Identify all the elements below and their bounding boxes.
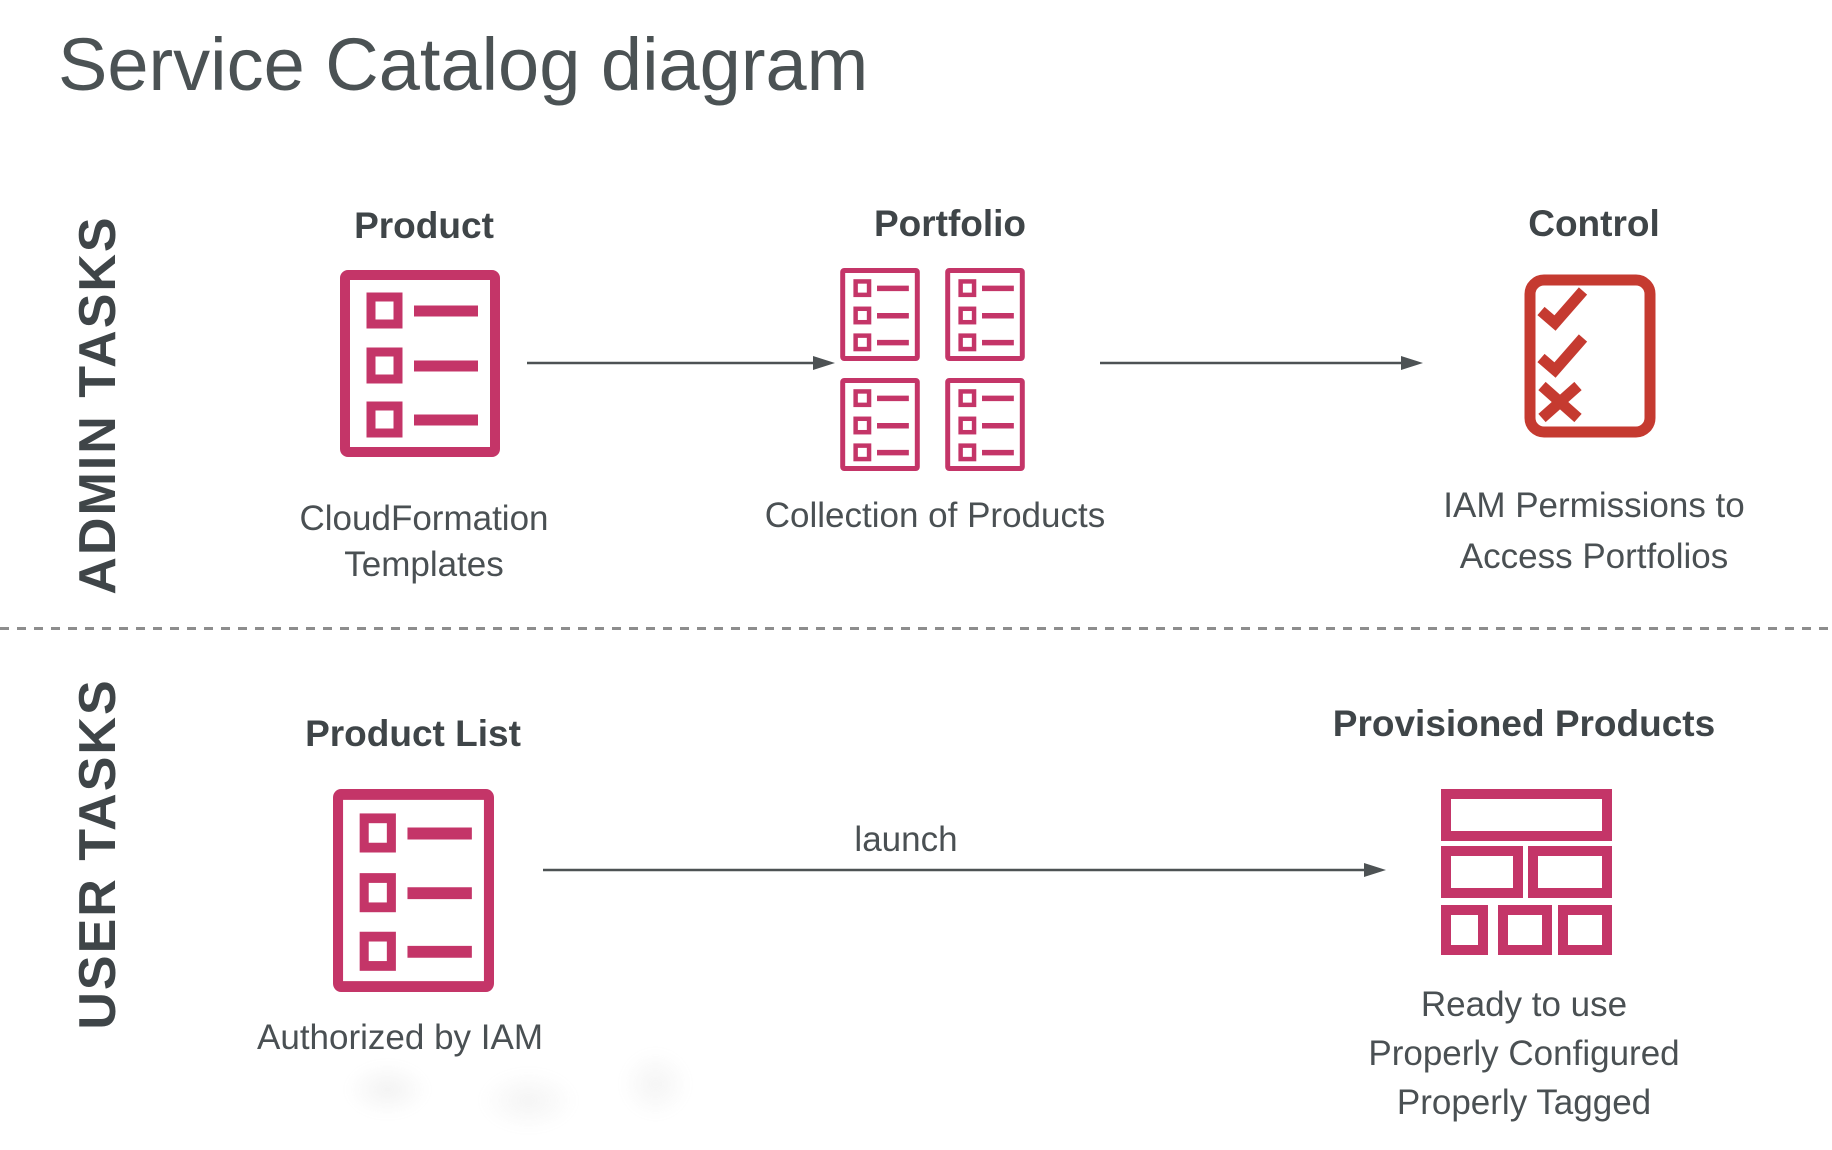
portfolio-item-icon <box>840 378 920 471</box>
product-list-icon <box>340 270 500 457</box>
page-title: Service Catalog diagram <box>58 23 869 106</box>
admin-tasks-lane-label: ADMIN TASKS <box>69 215 127 595</box>
provisioned-products-heading: Provisioned Products <box>1332 703 1716 744</box>
user-tasks-lane-label: USER TASKS <box>69 678 127 1030</box>
lane-divider <box>0 627 1832 630</box>
arrow-portfolio-to-control <box>1100 356 1423 370</box>
launch-arrow-label: launch <box>854 820 958 859</box>
checklist-icon <box>1524 274 1656 438</box>
portfolio-item-icon <box>840 268 920 361</box>
portfolio-grid-icon <box>840 268 1025 471</box>
product-list-caption: Authorized by IAM <box>257 1018 543 1057</box>
control-caption: IAM Permissions to Access Portfolios <box>1443 486 1745 576</box>
bricks-grid-icon <box>1441 789 1612 955</box>
arrow-launch <box>543 863 1386 877</box>
product-list-heading: Product List <box>305 713 521 754</box>
provisioned-products-caption: Ready to use Properly Configured Properl… <box>1368 985 1680 1122</box>
product-list-icon <box>333 789 494 992</box>
control-heading: Control <box>1528 203 1660 244</box>
product-caption: CloudFormation Templates <box>299 499 549 584</box>
portfolio-caption: Collection of Products <box>764 496 1106 535</box>
portfolio-heading: Portfolio <box>873 203 1027 244</box>
product-heading: Product <box>354 205 494 246</box>
portfolio-item-icon <box>945 268 1025 361</box>
portfolio-item-icon <box>945 378 1025 471</box>
arrow-product-to-portfolio <box>527 356 835 370</box>
